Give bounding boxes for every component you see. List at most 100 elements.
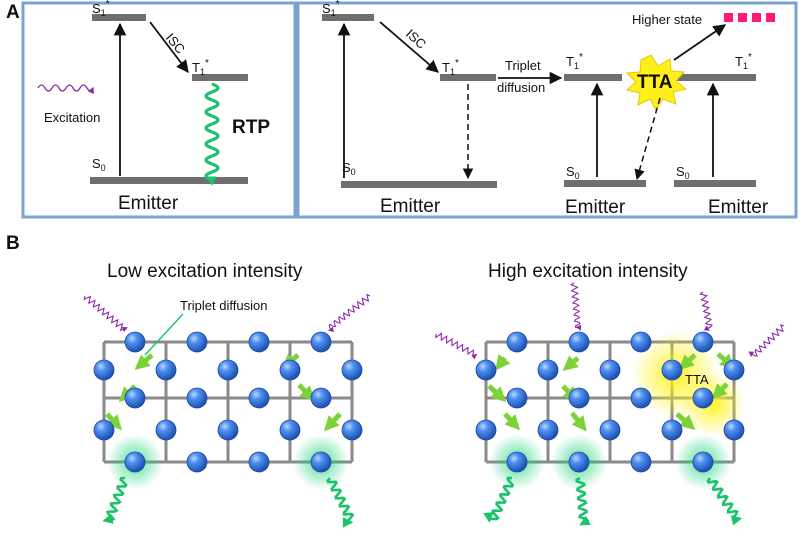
molecule [537,419,559,441]
molecule [279,419,301,441]
diffusion-arrow [297,383,316,402]
callout-line [144,313,184,356]
molecule [599,359,621,381]
emitter-label-1: Emitter [118,193,179,214]
molecule [124,451,146,473]
low-intensity-title: Low excitation intensity [107,261,303,282]
excitation-wave [37,84,94,95]
molecule [217,419,239,441]
isc-arrow-2 [379,21,439,73]
emission-wave [102,476,128,524]
molecule [186,387,208,409]
tta-label: TTA [637,72,673,93]
molecule [630,387,652,409]
s0-level-3 [564,180,646,187]
molecule [506,331,528,353]
s1-label-2: S1* [322,0,340,18]
excitation-wave [328,293,371,333]
excitation-wave [569,282,582,331]
diffusion-arrow [675,412,696,430]
molecule [630,331,652,353]
molecule [341,419,363,441]
excitation-wave [435,332,478,360]
molecule [661,359,683,381]
triplet-diffusion-line1: Triplet [505,58,541,73]
molecule [186,331,208,353]
diffusion-arrow [105,412,123,431]
panel-a-left: S1* T1* S0 ISC Excitation RTP Emitter [21,0,297,219]
molecule [506,387,528,409]
s1-level-2 [322,14,374,21]
molecule [124,387,146,409]
rtp-emission-wave [204,82,220,186]
molecule [217,359,239,381]
molecule [723,419,745,441]
molecule [568,387,590,409]
triplet-diffusion-callout: Triplet diffusion [180,298,267,313]
t1-label-4: T1* [735,52,752,71]
tta-glow [681,372,745,436]
molecule [475,359,497,381]
molecule [186,451,208,473]
molecule [537,359,559,381]
diffusion-arrow [134,353,154,370]
diffusion-arrow [323,412,342,432]
molecule [124,331,146,353]
emitter-label-2: Emitter [380,196,441,217]
t1-level-2 [440,74,496,81]
isc-label: ISC [163,30,188,56]
excitation-wave [748,324,785,358]
t1-label-3: T1* [566,52,583,71]
high-intensity-title: High excitation intensity [488,261,688,282]
s0-label: S0 [92,156,106,173]
molecule [599,419,621,441]
isc-arrow [149,21,189,74]
panel-a-left-frame [21,1,297,219]
molecule [341,359,363,381]
low-intensity-lattice [83,293,371,528]
excitation-wave [83,295,128,332]
upconversion-arrow [673,24,727,61]
higher-state-label: Higher state [632,12,702,27]
molecule [661,419,683,441]
s0-level [90,177,248,184]
triplet-diffusion-line2: diffusion [497,80,545,95]
higher-state-level [724,13,775,22]
diffusion-arrow [495,354,511,371]
excitation-label: Excitation [44,110,100,125]
s0-level-2 [341,181,497,188]
tta-burst [625,54,688,111]
emitter-label-4: Emitter [708,197,769,218]
molecule [692,331,714,353]
s0-level-4 [674,180,756,187]
diffusion-arrow [711,382,729,400]
molecule [475,419,497,441]
molecule [692,387,714,409]
s1-label: S1* [92,0,110,18]
diffusion-arrow [678,353,697,371]
emitter-label-3: Emitter [565,197,626,218]
molecule [723,359,745,381]
rtp-label: RTP [232,117,270,138]
panel-a-letter: A [6,2,20,23]
emission-wave [575,476,591,526]
molecule [248,331,270,353]
s1-level [92,14,146,21]
s0-label-4: S0 [676,164,690,181]
molecule [248,451,270,473]
emission-wave [706,477,743,526]
molecule [93,419,115,441]
molecule [93,359,115,381]
molecule [568,451,590,473]
emission-wave [326,477,355,528]
molecule [568,331,590,353]
tta-lattice-label: TTA [685,372,709,387]
molecule [310,451,332,473]
molecule [506,451,528,473]
molecule [248,387,270,409]
molecule [155,419,177,441]
panel-a-right: S1* ISC T1* S0 Emitter Triplet diffusion… [296,0,798,219]
t1-level-4 [676,74,756,81]
diffusion-arrow [503,412,521,431]
